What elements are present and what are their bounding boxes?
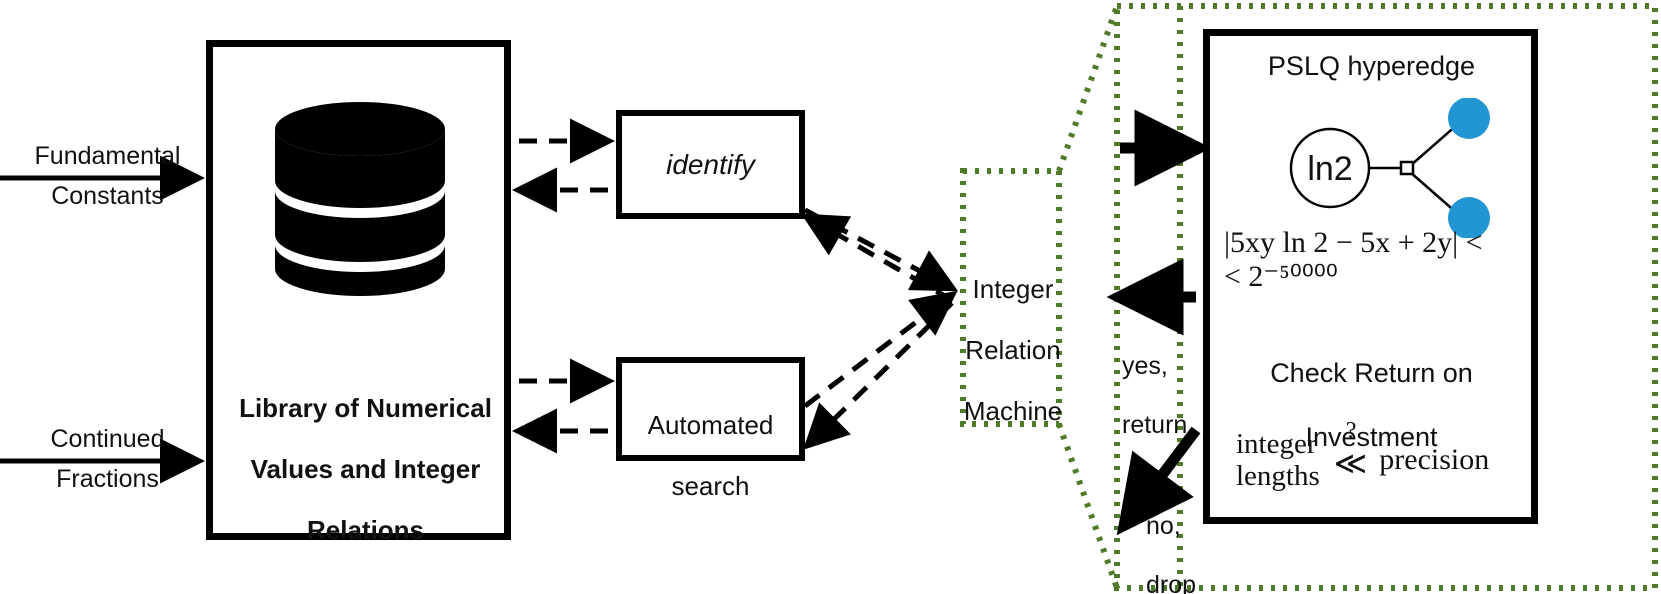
identify-label: identify [666, 149, 755, 180]
library-label: Library of Numerical Values and Integer … [213, 362, 518, 577]
callout-wedge-bottom [1056, 422, 1120, 590]
node-ln2-circle [1289, 127, 1371, 209]
automated-search-box[interactable]: Automated search [616, 357, 805, 501]
machine-dotted-box [960, 168, 1062, 427]
library-box[interactable]: Library of Numerical Values and Integer … [206, 40, 511, 545]
input-label-fundamental-constants-2: Constants [10, 182, 205, 211]
machine-label-line2: Relation [965, 335, 1061, 366]
machine-label-line3: Machine [963, 396, 1063, 427]
node-blue-bottom [1448, 197, 1490, 238]
check-line1: Check Return on [1270, 357, 1473, 388]
decision-label-no-drop: no, drop [1146, 482, 1236, 594]
integer-relation-machine-label: Integer Relation Machine [928, 243, 1098, 458]
no-drop-line1: no, [1146, 511, 1181, 540]
arrow-machine-to-search [803, 301, 954, 450]
no-drop-line2: drop [1146, 570, 1197, 594]
input-label-line1: Fundamental [34, 142, 181, 170]
pslq-formula-line2: < 2⁻⁵⁰⁰⁰⁰ [1224, 260, 1338, 294]
criterion-relation-stack: ? ≪ [1333, 418, 1368, 482]
arrow-no-drop [1116, 426, 1201, 536]
input-label-line2: Fractions [56, 465, 159, 493]
identify-box[interactable]: identify [616, 110, 805, 219]
node-ln2-label: ln2 [1307, 150, 1352, 188]
check-line2: Investment [1305, 421, 1438, 452]
criterion-question-mark: ? [1345, 418, 1357, 445]
library-label-line1: Library of Numerical [239, 392, 492, 423]
library-label-line2: Values and Integer [250, 454, 481, 485]
pslq-panel-title: PSLQ hyperedge [1267, 51, 1476, 81]
check-return-on-investment-label: Check Return on Investment [1210, 326, 1533, 485]
hyperedge-square-node [1399, 160, 1415, 176]
pslq-detail-panel[interactable]: PSLQ hyperedge ln2 |5xy ln 2 − 5x + 2y| … [1203, 29, 1538, 524]
criterion-relation-symbol: ≪ [1333, 445, 1368, 482]
pslq-hyperedge-graph: ln2 [1289, 98, 1490, 238]
criterion-left-stack: integer lengths [1236, 428, 1320, 493]
node-blue-top [1448, 98, 1490, 139]
criterion-right: precision [1379, 443, 1490, 477]
machine-label-line1: Integer [972, 273, 1054, 304]
pslq-formula: |5xy ln 2 − 5x + 2y| < < 2⁻⁵⁰⁰⁰⁰ [1224, 226, 1534, 294]
input-label-continued-fractions-2: Fractions [10, 465, 205, 494]
decision-label-yes-return: yes, return [1122, 322, 1214, 470]
input-label-line2: Constants [51, 182, 164, 210]
library-label-line3: Relations [306, 515, 425, 546]
hyperedge-link-bottom [1409, 171, 1459, 215]
input-label-continued-fractions: Continued [10, 425, 205, 454]
hyperedge-link-top [1409, 123, 1459, 167]
automated-search-label: Automated search [622, 379, 799, 532]
input-label-line1: Continued [50, 425, 165, 453]
detail-dotted-frame [1114, 3, 1658, 591]
automated-search-label-line2: search [671, 471, 750, 502]
criterion-expression: integer lengths ? ≪ precision [1236, 418, 1536, 493]
yes-return-line2: return [1122, 410, 1188, 439]
criterion-left-line1: integer [1236, 428, 1317, 460]
callout-wedge-top [1056, 5, 1120, 172]
yes-return-line1: yes, [1122, 351, 1168, 380]
criterion-left-line2: lengths [1236, 460, 1320, 493]
database-icon [275, 102, 445, 296]
automated-search-label-line1: Automated [647, 409, 774, 440]
arrow-search-to-machine [803, 290, 958, 408]
pslq-formula-line1: |5xy ln 2 − 5x + 2y| < [1224, 226, 1483, 259]
input-label-fundamental-constants: Fundamental [10, 142, 205, 171]
